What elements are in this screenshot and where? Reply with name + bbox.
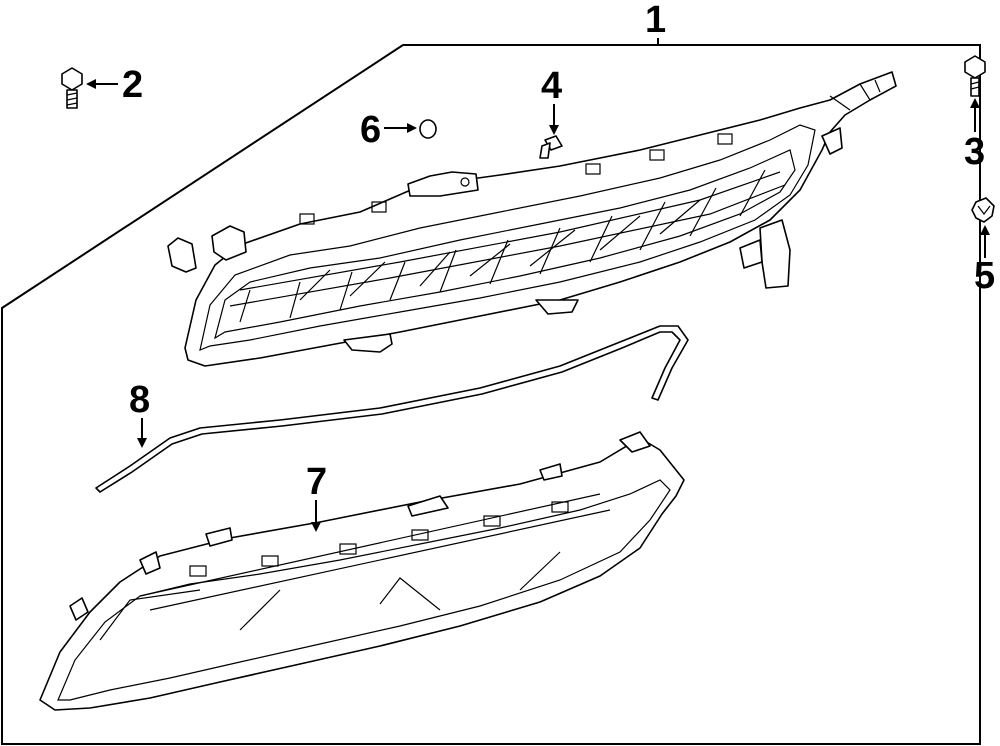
callout-4: 4 [541, 65, 562, 107]
callout-6: 6 [360, 109, 381, 151]
clip-part-5 [971, 197, 995, 223]
bolt-part-3 [964, 55, 986, 97]
trim-strip-part-8 [95, 325, 689, 493]
callout-3: 3 [964, 131, 985, 173]
assembly-outline [1, 44, 981, 745]
grommet-part-6 [419, 119, 437, 139]
lens-part-7 [39, 431, 685, 711]
bolt-part-2 [61, 67, 83, 109]
callout-3-arrowhead [970, 98, 980, 108]
callout-1: 1 [645, 0, 666, 41]
callout-7: 7 [306, 461, 327, 503]
callout-6-arrowhead [407, 123, 417, 133]
screw-part-4 [539, 135, 563, 159]
callout-2: 2 [122, 64, 143, 106]
lamp-housing-part-1 [167, 71, 897, 367]
callout-8-arrowhead [137, 438, 147, 448]
callout-8: 8 [129, 379, 150, 421]
callout-7-arrowhead [311, 522, 321, 532]
callout-2-arrowhead [86, 79, 96, 89]
callout-4-arrowhead [549, 125, 559, 135]
callout-5: 5 [974, 255, 995, 297]
callout-5-arrowhead [980, 225, 990, 235]
